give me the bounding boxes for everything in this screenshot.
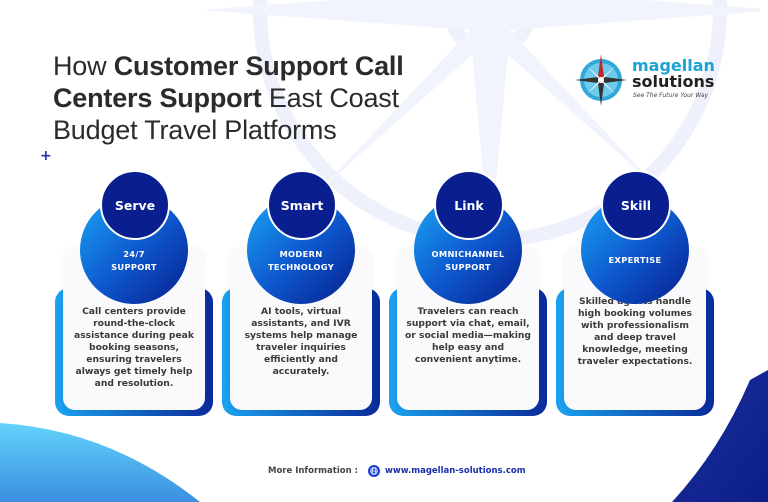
title-part-2: Customer Support Call Centers Support <box>53 51 404 113</box>
card-panel: AI tools, virtual assistants, and IVR sy… <box>222 248 380 416</box>
card-badge: Smart <box>267 170 337 240</box>
footer: More Information : www.magellan-solution… <box>268 465 526 477</box>
subtitle-line-2: SUPPORT <box>445 262 491 272</box>
card-badge: Serve <box>100 170 170 240</box>
card-description: Skilled agents handle high booking volum… <box>577 296 693 367</box>
card-panel: Call centers provide round-the-clock ass… <box>55 248 213 416</box>
card-panel: Travelers can reach support via chat, em… <box>389 248 547 416</box>
globe-icon <box>367 465 380 477</box>
logo-line-2: solutions <box>632 72 715 91</box>
card-badge: Link <box>434 170 504 240</box>
subtitle-line-1: MODERN <box>279 249 323 259</box>
card-description: Travelers can reach support via chat, em… <box>404 306 532 365</box>
card-subtitle: MODERN TECHNOLOGY <box>247 248 355 274</box>
logo-line-1: magellan <box>632 56 715 75</box>
card-panel: Skilled agents handle high booking volum… <box>556 248 714 416</box>
subtitle-line-2: SUPPORT <box>111 262 157 272</box>
card-skill: Skilled agents handle high booking volum… <box>556 170 714 416</box>
compass-logo-icon <box>575 54 627 106</box>
card-label: Skill <box>620 197 652 213</box>
logo-tagline: See The Future Your Way <box>633 92 709 99</box>
card-badge: Skill <box>601 170 671 240</box>
subtitle-line-2: TECHNOLOGY <box>267 262 335 272</box>
title-part-1: How <box>53 51 114 81</box>
card-label: Serve <box>114 197 156 213</box>
title-part-3: East Coast Budget Travel Platforms <box>53 83 399 145</box>
page-title: How Customer Support Call Centers Suppor… <box>53 50 473 146</box>
card-link: Travelers can reach support via chat, em… <box>389 170 547 416</box>
card-label: Smart <box>280 197 324 213</box>
subtitle-line-1: 24/7 <box>123 249 145 259</box>
subtitle-line-1: OMNICHANNEL <box>431 249 505 259</box>
plus-icon: + <box>40 148 52 164</box>
card-description: Call centers provide round-the-clock ass… <box>74 306 194 389</box>
subtitle-line-1: EXPERTISE <box>608 255 662 265</box>
card-serve: Call centers provide round-the-clock ass… <box>55 170 213 416</box>
website-link[interactable]: www.magellan-solutions.com <box>384 466 526 476</box>
company-logo: magellan solutions See The Future Your W… <box>575 52 735 108</box>
footer-label: More Information : <box>268 466 358 476</box>
card-label: Link <box>454 197 484 213</box>
card-description: AI tools, virtual assistants, and IVR sy… <box>244 306 358 377</box>
card-subtitle: EXPERTISE <box>581 254 689 267</box>
card-subtitle: OMNICHANNEL SUPPORT <box>414 248 522 274</box>
card-smart: AI tools, virtual assistants, and IVR sy… <box>222 170 380 416</box>
